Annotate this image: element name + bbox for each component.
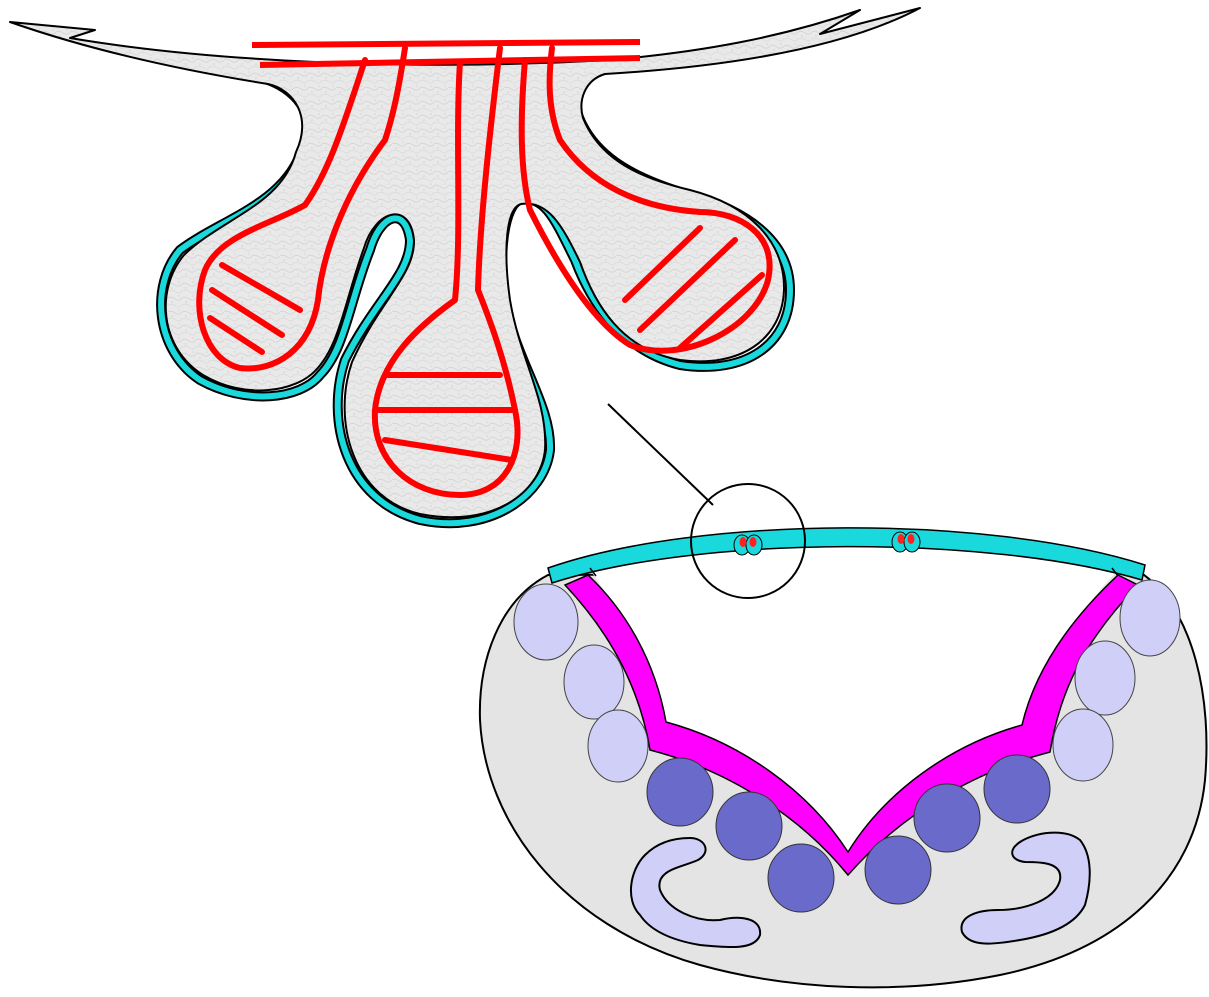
branching-structure — [10, 8, 920, 523]
dark-oval — [984, 755, 1050, 823]
zoom-connector-line — [608, 404, 713, 505]
light-oval — [564, 645, 624, 719]
dark-oval — [716, 792, 782, 860]
dark-oval — [768, 844, 834, 912]
dark-oval — [865, 836, 931, 904]
light-oval — [514, 584, 578, 660]
cross-section — [480, 528, 1207, 987]
cell-pair-marker-2 — [892, 532, 920, 552]
dark-oval — [647, 758, 713, 826]
light-oval — [1053, 709, 1113, 781]
light-oval — [1075, 641, 1135, 715]
cell-pair-marker-1 — [734, 535, 762, 555]
light-oval — [1120, 580, 1180, 656]
dark-oval — [914, 784, 980, 852]
light-oval — [588, 710, 648, 782]
red-top-bar-1 — [252, 42, 640, 45]
